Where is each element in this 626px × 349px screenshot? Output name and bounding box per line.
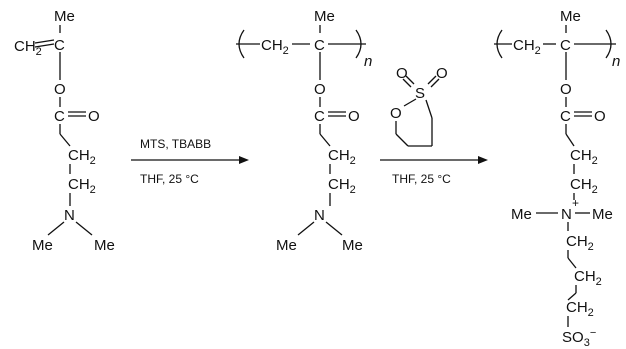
polymer1-ester-oxygen: O [314, 81, 326, 98]
polymer2-ch2: CH2 [570, 176, 598, 196]
monomer-ch2: CH2 [68, 147, 96, 167]
monomer-bond [59, 133, 71, 147]
polymer1-carbonyl-oxygen: O [348, 108, 360, 125]
polymer2-ch2: CH2 [574, 268, 602, 288]
polymer2-n-methyl: Me [511, 206, 532, 223]
polymer2-carbon: C [560, 37, 571, 54]
polymer-2-structure: Me CH2 C n O C O CH2 CH2 Me N + Me CH2 C… [494, 8, 620, 349]
polymer1-n-methyl: Me [342, 237, 363, 254]
monomer-double-bond [34, 43, 55, 48]
monomer-n-methyl: Me [94, 237, 115, 254]
polymer2-methyl: Me [560, 8, 581, 25]
arrow-head [239, 156, 249, 164]
polymer2-n-methyl: Me [592, 206, 613, 223]
polymer1-bond [319, 133, 331, 147]
monomer-carbonyl-oxygen: O [88, 108, 100, 125]
sultone-bond [425, 99, 433, 119]
polymer2-bond [567, 292, 577, 301]
polymer-1-structure: Me CH2 C n O C O CH2 CH2 N Me Me [236, 8, 372, 254]
polymer1-ch2: CH2 [328, 147, 356, 167]
polymer1-methyl: Me [314, 8, 335, 25]
step1-conditions: THF, 25 °C [140, 172, 199, 186]
polymer1-close-bracket [355, 29, 362, 59]
propane-sultone-reagent: O O S O [390, 65, 448, 147]
monomer-vinyl-ch: CH2 [14, 38, 42, 58]
polymer2-sulfonate: SO3− [562, 327, 596, 349]
polymer1-nitrogen: N [314, 207, 325, 224]
polymer1-repeat-n: n [364, 53, 372, 70]
polymer1-carbonyl-carbon: C [314, 108, 325, 125]
polymer2-positive-charge: + [572, 196, 579, 210]
polymer2-bond [565, 133, 575, 147]
arrow-head [478, 156, 488, 164]
monomer-structure: Me CH2 C O C O CH2 CH2 N Me Me [14, 8, 115, 254]
monomer-nitrogen: N [64, 207, 75, 224]
monomer-carbon: C [54, 37, 65, 54]
polymer2-bond [567, 257, 577, 269]
sultone-bond [395, 133, 409, 147]
polymer2-carbonyl-carbon: C [560, 108, 571, 125]
monomer-ester-oxygen: O [54, 81, 66, 98]
monomer-methyl: Me [54, 8, 75, 25]
sultone-double-bond [402, 78, 412, 88]
polymer1-carbon: C [314, 37, 325, 54]
polymer1-ch2: CH2 [328, 176, 356, 196]
step2-conditions: THF, 25 °C [392, 172, 451, 186]
polymer1-ch2: CH2 [261, 37, 289, 57]
sultone-double-bond [427, 75, 437, 85]
sultone-sulfur: S [415, 85, 425, 102]
polymer1-n-methyl: Me [276, 237, 297, 254]
polymer2-ch2: CH2 [513, 37, 541, 57]
monomer-ch2: CH2 [68, 176, 96, 196]
step1-reagents: MTS, TBABB [140, 137, 211, 151]
sultone-oxygen: O [436, 65, 448, 82]
monomer-bond [47, 221, 65, 236]
monomer-n-methyl: Me [32, 237, 53, 254]
polymer2-nitrogen: N [561, 206, 572, 223]
polymer1-bond [297, 221, 315, 236]
polymer2-ch2: CH2 [570, 147, 598, 167]
monomer-double-bond [34, 39, 55, 44]
sultone-ring-oxygen: O [390, 105, 402, 122]
polymer2-ch2: CH2 [566, 299, 594, 319]
polymer2-close-bracket [605, 29, 612, 59]
sultone-oxygen: O [396, 65, 408, 82]
polymer2-ester-oxygen: O [560, 81, 572, 98]
sultone-double-bond [430, 78, 440, 88]
reaction-step-1: MTS, TBABB THF, 25 °C [131, 137, 249, 186]
polymer2-repeat-n: n [612, 53, 620, 70]
polymer1-bond [325, 221, 343, 236]
reaction-step-2: O O S O THF, 25 °C [380, 65, 488, 186]
sultone-double-bond [405, 75, 415, 85]
monomer-bond [75, 221, 93, 236]
polymer2-carbonyl-oxygen: O [594, 108, 606, 125]
sultone-bond [403, 98, 417, 107]
polymer2-ch2: CH2 [566, 233, 594, 253]
monomer-carbonyl-carbon: C [54, 108, 65, 125]
